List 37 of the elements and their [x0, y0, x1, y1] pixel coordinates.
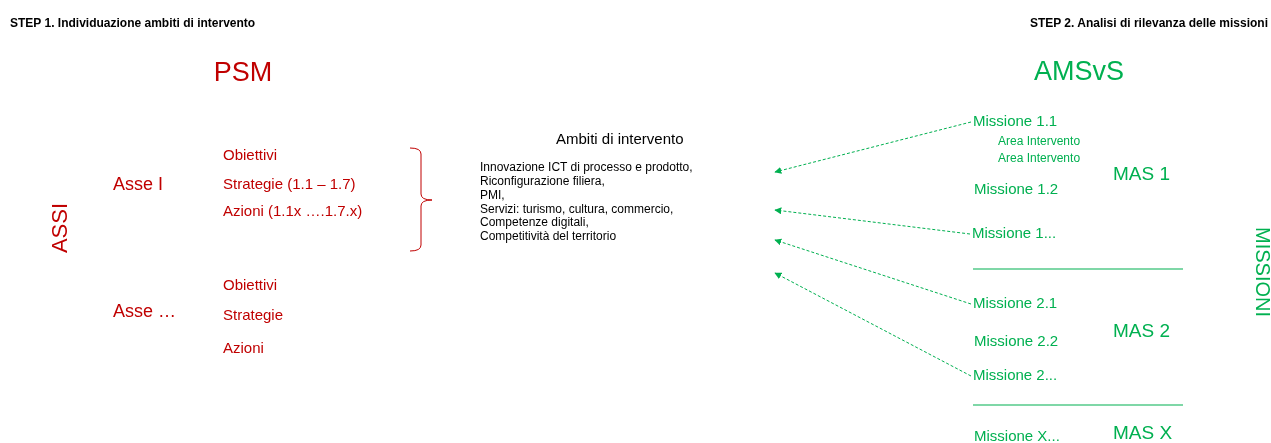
- block-heading: Ambiti di intervento: [556, 130, 684, 148]
- mission-label: Missione 2.1: [973, 294, 1058, 312]
- list-item: Servizi: turismo, cultura, commercio,: [480, 202, 674, 217]
- dashed-arrow: [774, 272, 972, 377]
- axis-title: MISSIONI: [1250, 227, 1271, 317]
- section-title: AMSvS: [1034, 56, 1124, 88]
- area-label: Area Intervento: [998, 135, 1081, 149]
- mission-label: Missione 2...: [973, 366, 1058, 384]
- list-item: Innovazione ICT di processo e prodotto,: [480, 161, 693, 176]
- mission-label: Missione X...: [974, 427, 1060, 443]
- mission-label: Missione 2.2: [974, 332, 1059, 350]
- dashed-arrow: [774, 121, 972, 174]
- list-item: Riconfigurazione filiera,: [480, 175, 605, 189]
- list-item: Strategie (1.1 – 1.7): [223, 175, 356, 193]
- group-name: MAS 1: [1113, 163, 1171, 185]
- axis-name: Asse I: [113, 173, 164, 195]
- section-title: PSM: [213, 57, 273, 89]
- axis-title: ASSI: [47, 202, 73, 254]
- dashed-arrow: [774, 238, 972, 305]
- list-item: Azioni (1.1x ….1.7.x): [223, 202, 363, 220]
- group-name: MAS X: [1113, 422, 1173, 443]
- list-item: Competenze digitali,: [480, 216, 589, 231]
- mission-label: Missione 1.2: [974, 180, 1059, 198]
- step-heading: STEP 1. Individuazione ambiti di intervento: [10, 17, 256, 31]
- dashed-arrow: [774, 207, 971, 235]
- area-label: Area Intervento: [998, 152, 1081, 166]
- mission-label: Missione 1...: [972, 224, 1057, 242]
- list-item: Competitività del territorio: [480, 230, 617, 245]
- list-item: Obiettivi: [223, 146, 278, 164]
- group-name: MAS 2: [1113, 320, 1171, 342]
- list-item: PMI,: [480, 188, 505, 203]
- list-item: Strategie: [223, 306, 284, 324]
- mission-label: Missione 1.1: [973, 112, 1058, 130]
- list-item: Azioni: [223, 339, 264, 357]
- list-item: Obiettivi: [223, 276, 278, 294]
- step-heading: STEP 2. Analisi di rilevanza delle missioni: [1029, 17, 1268, 31]
- axis-name: Asse …: [113, 300, 177, 322]
